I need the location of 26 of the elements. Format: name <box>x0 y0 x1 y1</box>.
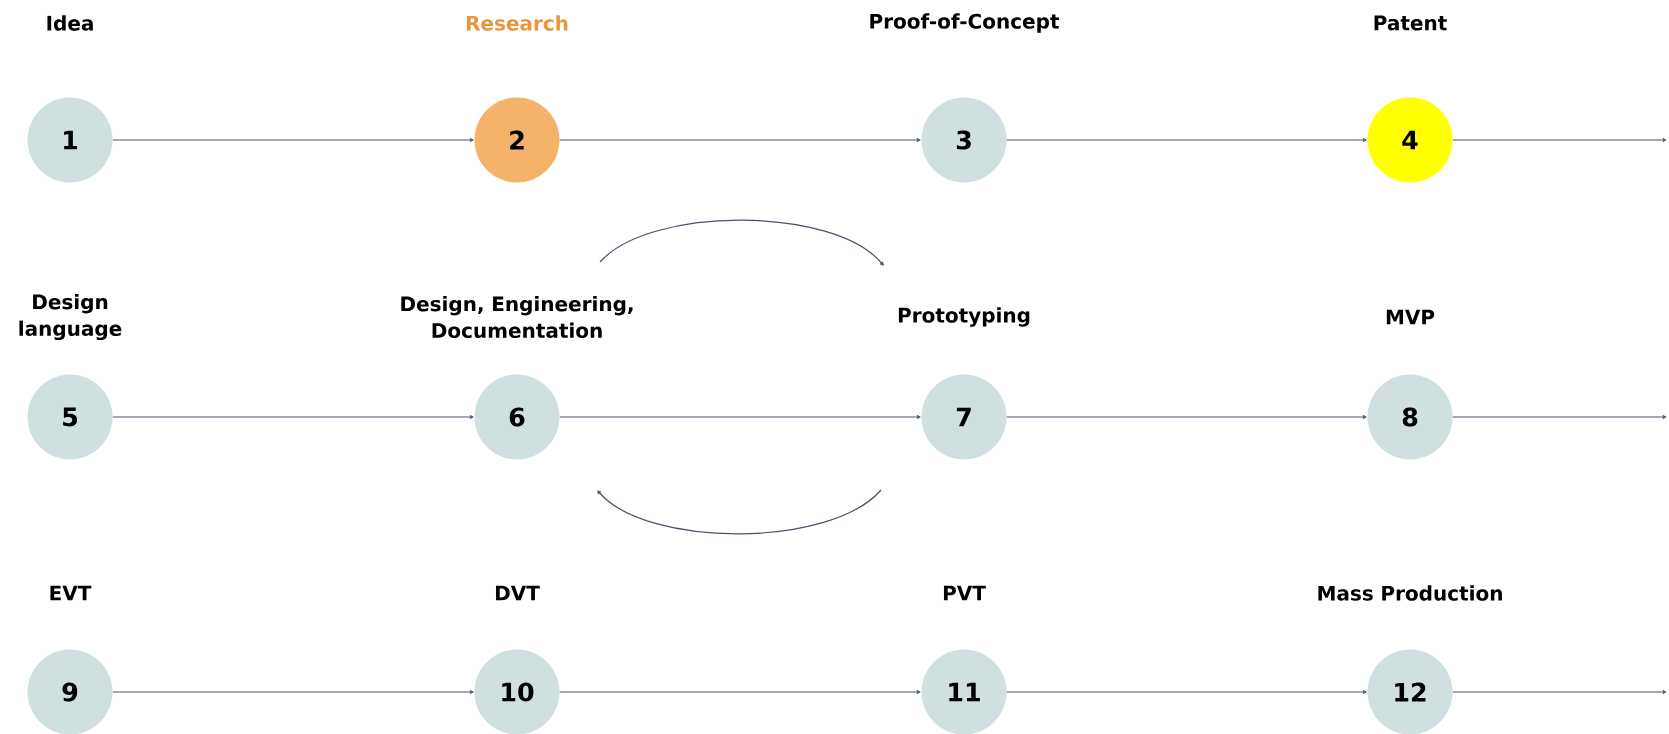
arrow <box>112 415 474 419</box>
arrow <box>1452 138 1667 142</box>
arrow <box>112 138 474 142</box>
arrow <box>559 689 921 694</box>
node-label: Design, Engineering, Documentation <box>401 295 633 339</box>
node-label: EVT <box>50 585 92 601</box>
arrow <box>1006 689 1367 694</box>
node-label: Idea <box>47 15 93 31</box>
node-label: DVT <box>495 585 540 601</box>
node-label: PVT <box>943 585 986 601</box>
arrow <box>1452 689 1667 694</box>
node-label: Proof-of-Concept <box>870 13 1060 33</box>
curved-arrow <box>599 219 884 266</box>
curved-arrow <box>597 489 882 535</box>
node-label: Prototyping <box>898 307 1030 327</box>
node-label: Design language <box>19 293 122 341</box>
arrow <box>559 415 921 419</box>
node-label: MVP <box>1386 309 1435 325</box>
arrow <box>1452 415 1667 419</box>
arrow <box>1006 415 1367 419</box>
arrow <box>559 138 921 142</box>
arrow <box>112 689 474 694</box>
node-label: Research <box>466 15 568 31</box>
node-label: Patent <box>1374 15 1447 31</box>
arrow <box>1006 138 1367 142</box>
node-label: Mass Production <box>1318 585 1502 601</box>
